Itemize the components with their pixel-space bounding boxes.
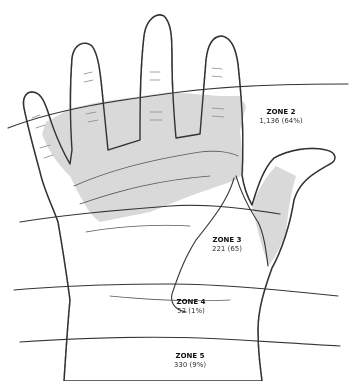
zone2-value: 1,136 (64%) bbox=[259, 117, 302, 125]
zone4-label: ZONE 4 52 (1%) bbox=[156, 298, 226, 316]
zone5-value: 330 (9%) bbox=[174, 361, 206, 369]
zone3-title: ZONE 3 bbox=[192, 236, 262, 245]
zone3-value: 221 (65) bbox=[212, 245, 242, 253]
zone3-label: ZONE 3 221 (65) bbox=[192, 236, 262, 254]
zone5-title: ZONE 5 bbox=[155, 352, 225, 361]
zone2-title: ZONE 2 bbox=[246, 108, 316, 117]
zone2-label: ZONE 2 1,136 (64%) bbox=[246, 108, 316, 126]
zone5-label: ZONE 5 330 (9%) bbox=[155, 352, 225, 370]
zone4-title: ZONE 4 bbox=[156, 298, 226, 307]
zone4-value: 52 (1%) bbox=[177, 307, 205, 315]
